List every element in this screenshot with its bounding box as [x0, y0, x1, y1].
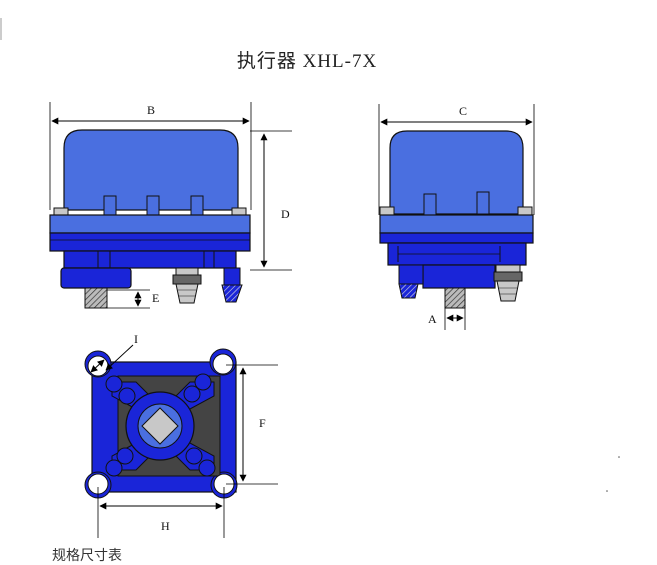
dimension-i-label: I [134, 332, 138, 346]
connector-knurl [221, 284, 243, 303]
side-view: C A [378, 104, 535, 330]
square-drive [141, 407, 179, 445]
dimension-h-label: H [161, 519, 170, 533]
dimension-d-label: D [281, 207, 290, 221]
side-output-shaft [444, 287, 466, 309]
output-shaft [84, 287, 108, 309]
dimension-a-label: A [428, 312, 437, 326]
side-gear-box [422, 264, 496, 289]
spec-table-heading: 规格尺寸表 [52, 548, 122, 564]
gear-box [60, 267, 132, 289]
dimension-b-label: B [147, 103, 155, 117]
actuator-flange [49, 214, 251, 234]
bottom-view: I F H [84, 332, 278, 538]
dimension-i-line [90, 359, 105, 373]
actuator-body [49, 232, 251, 252]
dimension-f-label: F [259, 416, 266, 430]
cable-gland [175, 283, 199, 304]
actuator-diagram: B D [0, 18, 620, 538]
actuator-cover [63, 129, 239, 211]
dimension-c-label: C [459, 104, 467, 118]
side-cover [389, 130, 524, 215]
mount-hole-top-right [212, 353, 234, 375]
front-view: B D [49, 102, 292, 309]
dimension-e-label: E [152, 291, 159, 305]
diagram-title: 执行器 XHL-7X [236, 51, 378, 72]
